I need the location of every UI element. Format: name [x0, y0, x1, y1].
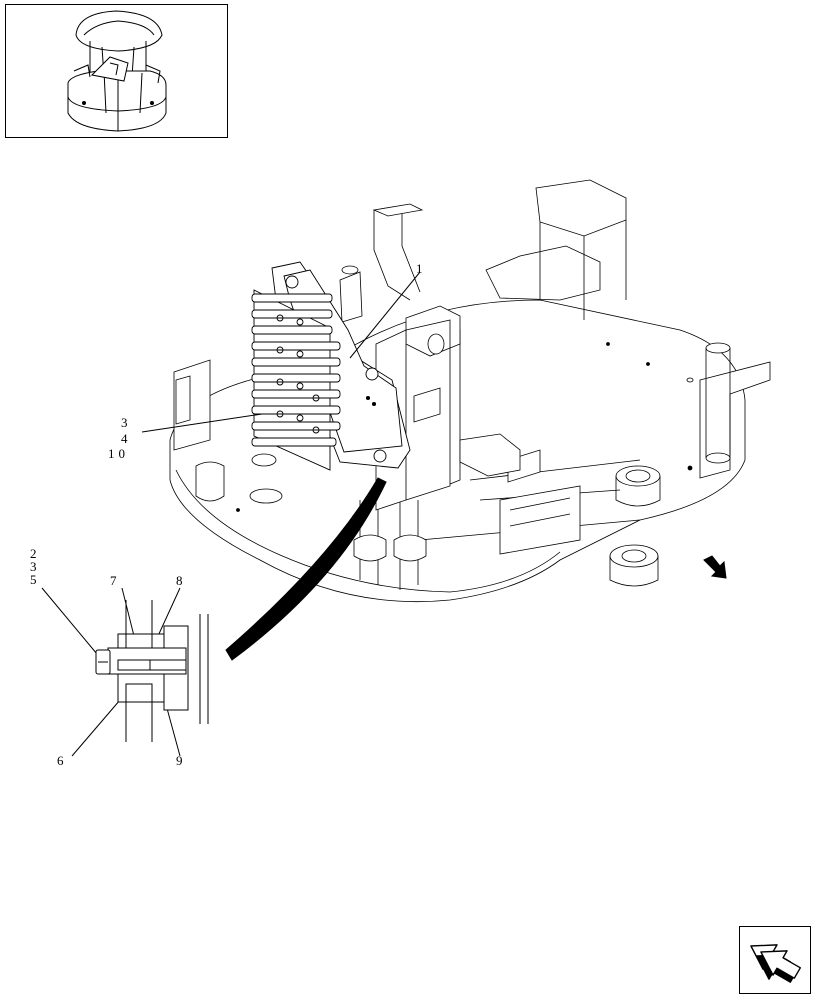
- callout-valve-b: 4: [121, 431, 132, 446]
- callout-bolt-c: 5: [30, 572, 41, 587]
- control-valve-block: [251, 261, 411, 471]
- detail-pointer: [225, 477, 387, 661]
- bolt-section-detail: [95, 600, 209, 742]
- callout-bolt-b: 3: [30, 559, 41, 574]
- page-navigation-button[interactable]: [739, 926, 811, 994]
- front-direction-arrow-icon: [703, 555, 727, 579]
- machine-overview-icon: [67, 10, 167, 132]
- callout-valve-a: 3: [121, 415, 132, 430]
- page-nav-arrow-icon: [750, 944, 802, 983]
- callout-plate-top: 8: [176, 573, 187, 588]
- callout-valve-c: 10: [108, 446, 129, 461]
- callout-bolt-a: 2: [30, 546, 41, 561]
- callout-washer-top: 7: [110, 573, 121, 588]
- overview-thumbnail[interactable]: [5, 4, 228, 138]
- callout-item-1: 1: [416, 261, 427, 276]
- callout-washer-bottom: 6: [57, 753, 68, 768]
- callout-plate-bottom: 9: [176, 753, 187, 768]
